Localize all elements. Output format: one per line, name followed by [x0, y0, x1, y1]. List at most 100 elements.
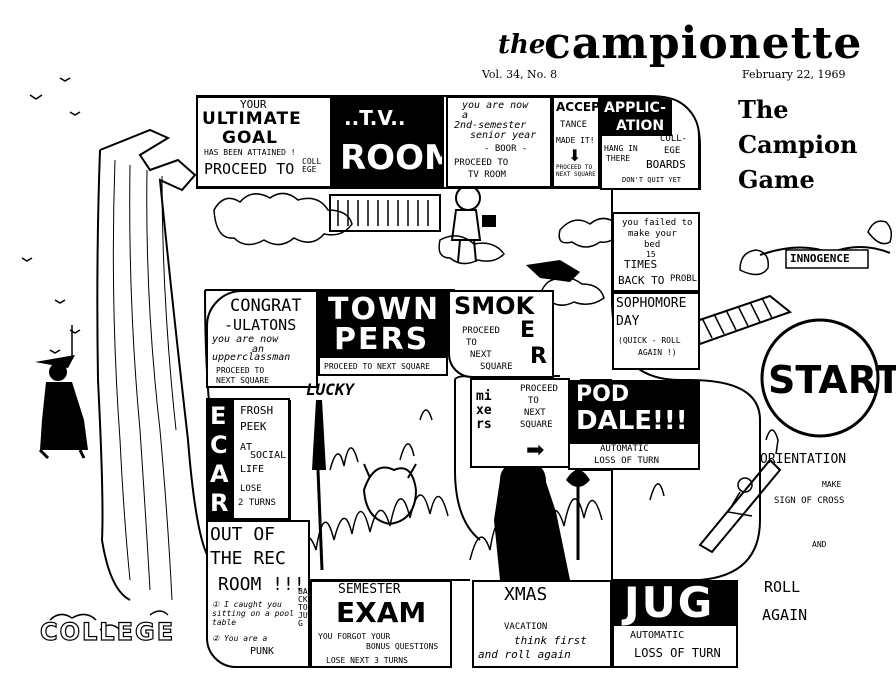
square-tv-room: ..T.V.. ROOM — [332, 96, 444, 188]
college-sign: COLLEGE — [39, 617, 176, 646]
mixers-line: TO — [528, 396, 539, 406]
boards-line: EGE — [664, 146, 681, 156]
bed-line: 15 — [646, 250, 656, 259]
mixers-line: NEXT — [524, 408, 546, 418]
congrat-line: PROCEED TO — [216, 366, 265, 375]
down-arrow-icon: ⬇ — [568, 146, 582, 165]
orientation-line: ORIENTATION — [760, 452, 847, 467]
lucky-label: LUCKY — [306, 380, 355, 399]
senior-line: PROCEED TO — [454, 158, 509, 168]
tv-room-line: ..T.V.. — [344, 106, 406, 130]
orientation-line: SIGN OF CROSS — [774, 496, 845, 506]
bed-line: make your — [628, 229, 677, 239]
game-title-line: The — [738, 95, 789, 124]
boards-line: THERE — [606, 154, 631, 163]
orientation-line: ROLL — [764, 578, 801, 596]
exam-line: LOSE NEXT 3 TURNS — [326, 656, 408, 665]
volume-number: Vol. 34, No. 8 — [482, 68, 558, 81]
square-townpers: TOWN PERS PROCEED TO NEXT SQUARE — [318, 290, 448, 376]
masthead-prefix: the — [498, 30, 546, 60]
townpers-line: PERS — [334, 322, 430, 357]
application-line: ATION — [616, 118, 665, 134]
square-jug: JUG AUTOMATIC LOSS OF TURN — [612, 580, 738, 668]
smoker-line: PROCEED — [462, 326, 500, 336]
exam-line: YOU FORGOT YOUR — [318, 632, 391, 641]
xmas-line: VACATION — [504, 622, 548, 632]
rec-room-line: ② You are a — [212, 634, 268, 643]
congrat-line: upperclassman — [212, 352, 291, 363]
exam-line: SEMESTER — [338, 582, 401, 597]
right-arrow-icon: ➡ — [526, 438, 545, 463]
mixers-line: SQUARE — [520, 420, 553, 430]
acceptance-line: TANCE — [560, 120, 588, 130]
frosh-line: 2 TURNS — [238, 498, 276, 508]
rec-room-line: ROOM !!! — [218, 574, 305, 595]
bed-line: BACK TO — [618, 274, 665, 287]
smoker-line: SQUARE — [480, 362, 513, 372]
goal-line: HAS BEEN ATTAINED ! — [204, 148, 296, 157]
goal-line: COLL EGE — [302, 157, 322, 174]
congrat-line: an — [252, 344, 265, 355]
frosh-line: PEEK — [240, 420, 267, 433]
xmas-line: XMAS — [504, 584, 548, 605]
square-ecar: ECAR — [206, 398, 232, 520]
bed-line: TIMES — [624, 258, 658, 271]
rec-room-line: ① I caught you sitting on a pool table — [212, 600, 294, 627]
start-label: START — [768, 358, 896, 402]
frosh-line: LIFE — [240, 464, 265, 475]
smoker-line: R — [530, 344, 547, 369]
congrat-line: CONGRAT — [230, 296, 302, 316]
square-senior: you are now a 2nd-semester senior year -… — [446, 96, 552, 188]
boards-line: HANG IN — [604, 144, 638, 153]
boards-line: BOARDS — [646, 158, 686, 171]
sophomore-line: (QUICK - ROLL — [618, 336, 681, 345]
square-congratulations: CONGRAT -ULATONS you are now an uppercla… — [206, 290, 318, 388]
square-sophomore: SOPHOMORE DAY (QUICK - ROLL AGAIN !) — [612, 292, 700, 370]
bed-line: you failed to — [622, 218, 693, 228]
boards-line: COLL- — [660, 134, 688, 144]
exam-line: EXAM — [336, 596, 427, 629]
sophomore-line: SOPHOMORE — [616, 296, 687, 311]
goal-line: YOUR — [240, 98, 267, 111]
square-ultimate-goal: YOUR ULTIMATE GOAL HAS BEEN ATTAINED ! P… — [196, 96, 332, 188]
bed-line: bed — [644, 240, 661, 250]
smoker-line: TO — [466, 338, 477, 348]
square-poddale: POD DALE!!! AUTOMATIC LOSS OF TURN — [568, 380, 700, 470]
senior-line: senior year — [470, 130, 537, 141]
sophomore-line: AGAIN !) — [638, 348, 677, 357]
congrat-line: -ULATONS — [224, 316, 297, 334]
townpers-line: PROCEED TO NEXT SQUARE — [324, 362, 430, 371]
frosh-line: AT — [240, 442, 253, 453]
acceptance-line: ACCEP- — [556, 100, 600, 114]
senior-line: TV ROOM — [468, 170, 506, 180]
mixers-line: PROCEED — [520, 384, 558, 394]
tv-room-line: ROOM — [340, 138, 442, 178]
frosh-line: FROSH — [240, 404, 274, 417]
smoker-line: NEXT — [470, 350, 492, 360]
mixers-line: mixers — [476, 389, 492, 432]
poddale-line: POD — [576, 382, 630, 407]
square-acceptance: ACCEP- TANCE MADE IT! ⬇ PROCEED TO NEXT … — [552, 96, 600, 188]
square-application: APPLIC- ATION HANG IN THERE COLL- EGE BO… — [600, 96, 700, 190]
game-title-line: Game — [738, 165, 815, 194]
orientation-line: AGAIN — [762, 606, 808, 624]
xmas-line: think first — [514, 634, 587, 647]
sophomore-line: DAY — [616, 314, 640, 329]
innocence-banner: INNOGENCE — [790, 252, 850, 265]
rec-room-line: PUNK — [250, 646, 275, 657]
poddale-line: LOSS OF TURN — [594, 456, 660, 466]
senior-line: - BOOR - — [484, 144, 528, 154]
issue-date: February 22, 1969 — [742, 68, 846, 81]
smoker-line: SMOK — [454, 292, 535, 320]
bed-line: PROBLE — [670, 274, 700, 284]
orientation-line: MAKE — [822, 480, 842, 489]
congrat-line: NEXT SQUARE — [216, 376, 269, 385]
poddale-line: DALE!!! — [576, 406, 688, 436]
goal-line: PROCEED TO — [204, 160, 295, 178]
application-line: APPLIC- — [604, 100, 666, 116]
townpers-line: TOWN — [328, 292, 441, 327]
jug-line: AUTOMATIC — [630, 630, 685, 641]
square-smoker: SMOK PROCEED TO NEXT SQUARE E R — [448, 290, 554, 378]
masthead-name: campionette — [544, 18, 863, 69]
senior-line: a — [462, 110, 469, 121]
